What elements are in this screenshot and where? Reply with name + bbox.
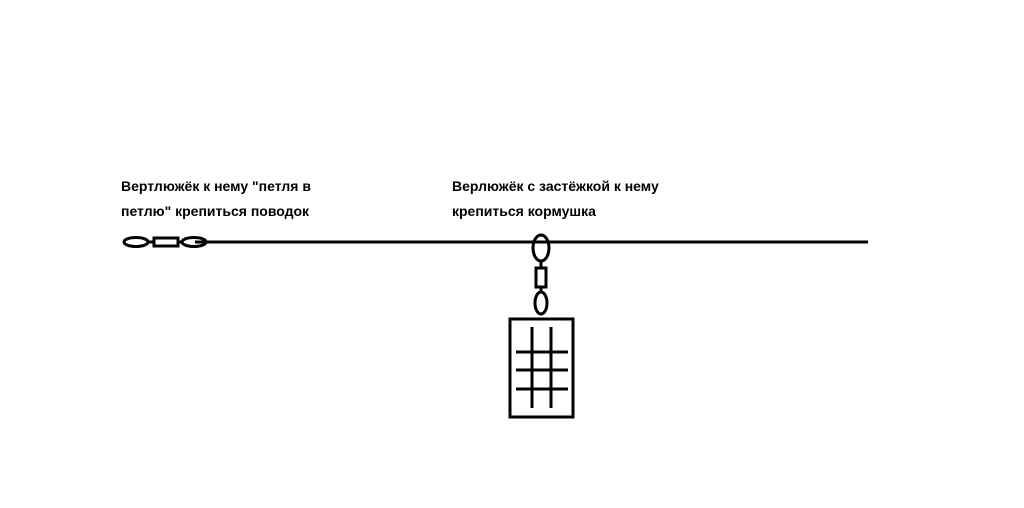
swivel-icon xyxy=(122,236,208,248)
swivel-loop-annotation-line-2: петлю" крепиться поводок xyxy=(121,203,310,219)
snap-swivel-annotation: Верлюжёк с застёжкой к нему крепиться ко… xyxy=(452,174,659,224)
swivel-loop-annotation-line-1: Вертлюжёк к нему "петля в xyxy=(121,178,311,194)
swivel-eye xyxy=(180,236,208,248)
swivel-loop xyxy=(122,236,150,248)
feeder-frame xyxy=(508,317,575,419)
snap-swivel-top-ring xyxy=(531,233,551,263)
feeder-cage-icon xyxy=(508,317,575,419)
snap-swivel-barrel xyxy=(534,266,548,289)
snap-swivel-annotation-line-1: Верлюжёк с застёжкой к нему xyxy=(452,178,659,194)
swivel-loop-annotation: Вертлюжёк к нему "петля в петлю" крепить… xyxy=(121,174,311,224)
snap-swivel-icon xyxy=(531,233,551,316)
snap-swivel-clasp xyxy=(533,290,549,316)
snap-swivel-annotation-line-2: крепиться кормушка xyxy=(452,203,596,219)
swivel-barrel xyxy=(152,236,180,248)
